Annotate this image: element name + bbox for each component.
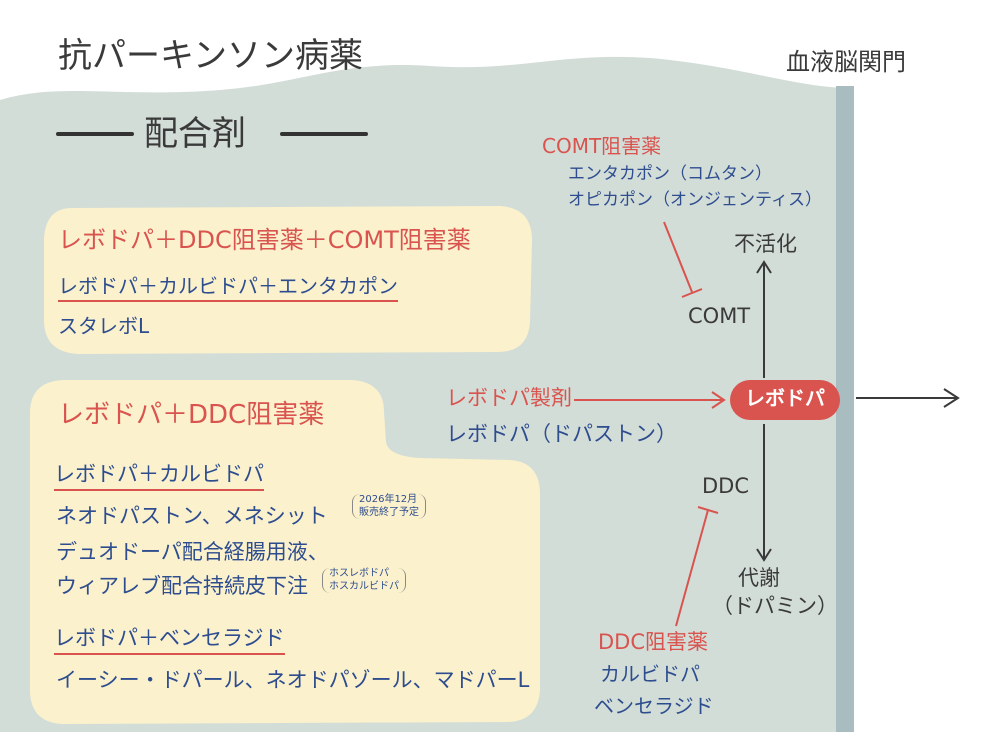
arrowhead-right-red: [711, 391, 726, 409]
inactivation-label: 不活化: [734, 232, 797, 256]
group1-generic: レボドパ＋カルビドパ: [54, 462, 264, 492]
triple-generic: レボドパ＋カルビドパ＋エンタカポン: [58, 274, 398, 302]
ddc-label: DDC: [702, 474, 750, 498]
ddc-inhibition-line: [675, 509, 709, 627]
comt-inhibitor-drug1: エンタカポン（コムタン）: [568, 164, 772, 184]
double-combination-box: [30, 380, 540, 724]
metabolism-dopamine-label: （ドパミン）: [712, 594, 838, 618]
group2-generic: レボドパ＋ベンセラジド: [54, 626, 285, 656]
group2-brand: イーシー・ドパール、ネオドパゾール、マドパーL: [56, 668, 530, 692]
comt-label: COMT: [688, 304, 751, 328]
note1-line1: 2026年12月: [359, 494, 418, 505]
group1-brand-line3: ウィアレブ配合持続皮下注: [56, 574, 308, 598]
group1-note2: ホスレボドパ ホスカルビドパ: [322, 568, 406, 593]
group1-note1: 2026年12月 販売終了予定: [352, 494, 426, 519]
ddc-inhibitor-drug1: カルビドパ: [600, 662, 700, 686]
note2-line1: ホスレボドパ: [329, 568, 389, 579]
arrowhead-right-dark: [943, 388, 960, 408]
arrowhead-down: [756, 548, 772, 562]
group1-brand-line2: デュオドーパ配合経腸用液、: [56, 540, 329, 564]
ddc-inhibitor-drug2: ベンセラジド: [594, 694, 714, 718]
triple-brand: スタレボL: [58, 314, 150, 338]
group1-brand-line1: ネオドパストン、メネシット: [56, 504, 328, 528]
ddc-inhibitor-label: DDC阻害薬: [598, 630, 709, 654]
triple-heading: レボドパ＋DDC阻害薬＋COMT阻害薬: [58, 226, 471, 254]
double-heading: レボドパ＋DDC阻害薬: [58, 400, 325, 430]
note1-line2: 販売終了予定: [359, 506, 419, 518]
triple-combination-box: [44, 206, 532, 354]
levodopa-pill: [730, 380, 840, 420]
comt-inhibitor-label: COMT阻害薬: [542, 134, 662, 158]
ddc-inhibition-bar: [697, 506, 719, 514]
levodopa-prep-drug: レボドパ（ドパストン）: [446, 422, 677, 446]
comt-inhibition-line: [663, 221, 693, 293]
arrowhead-up: [756, 260, 772, 274]
note2-line2: ホスカルビドパ: [329, 580, 399, 592]
levodopa-prep-label: レボドパ製剤: [446, 386, 572, 410]
blood-brain-barrier-band: [836, 86, 854, 732]
page-subtitle: 配合剤: [144, 114, 246, 154]
levodopa-pill-label: レボドパ: [745, 386, 825, 410]
bbb-label: 血液脳関門: [786, 48, 906, 76]
comt-inhibitor-drug2: オピカポン（オンジェンティス）: [568, 190, 822, 210]
metabolism-label: 代謝: [738, 566, 780, 590]
comt-inhibition-bar: [681, 288, 703, 298]
page-title: 抗パーキンソン病薬: [58, 36, 363, 76]
